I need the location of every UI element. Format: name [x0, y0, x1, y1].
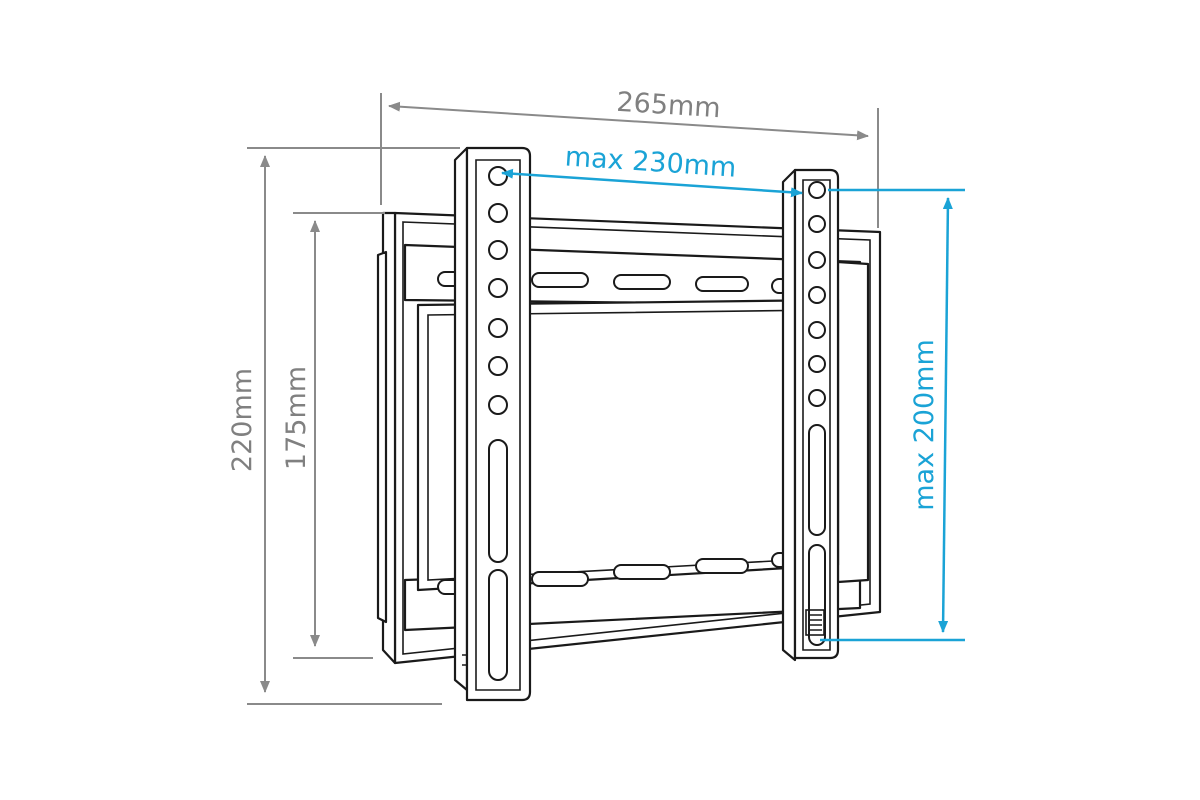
dimension-220mm: 220mm — [227, 147, 460, 705]
dimension-175mm: 175mm — [281, 212, 385, 659]
dimension-max-230mm: max 230mm — [501, 141, 803, 198]
label-220mm: 220mm — [227, 368, 258, 472]
dimension-max-200mm: max 200mm — [820, 188, 965, 642]
label-max-230mm: max 230mm — [564, 141, 737, 183]
right-mounting-arm — [781, 168, 840, 662]
dimension-265mm: 265mm — [380, 87, 879, 228]
left-mounting-arm — [453, 146, 532, 702]
label-max-200mm: max 200mm — [909, 339, 940, 511]
label-175mm: 175mm — [281, 366, 312, 470]
bottom-rail-slots — [437, 552, 789, 595]
label-265mm: 265mm — [616, 87, 722, 124]
